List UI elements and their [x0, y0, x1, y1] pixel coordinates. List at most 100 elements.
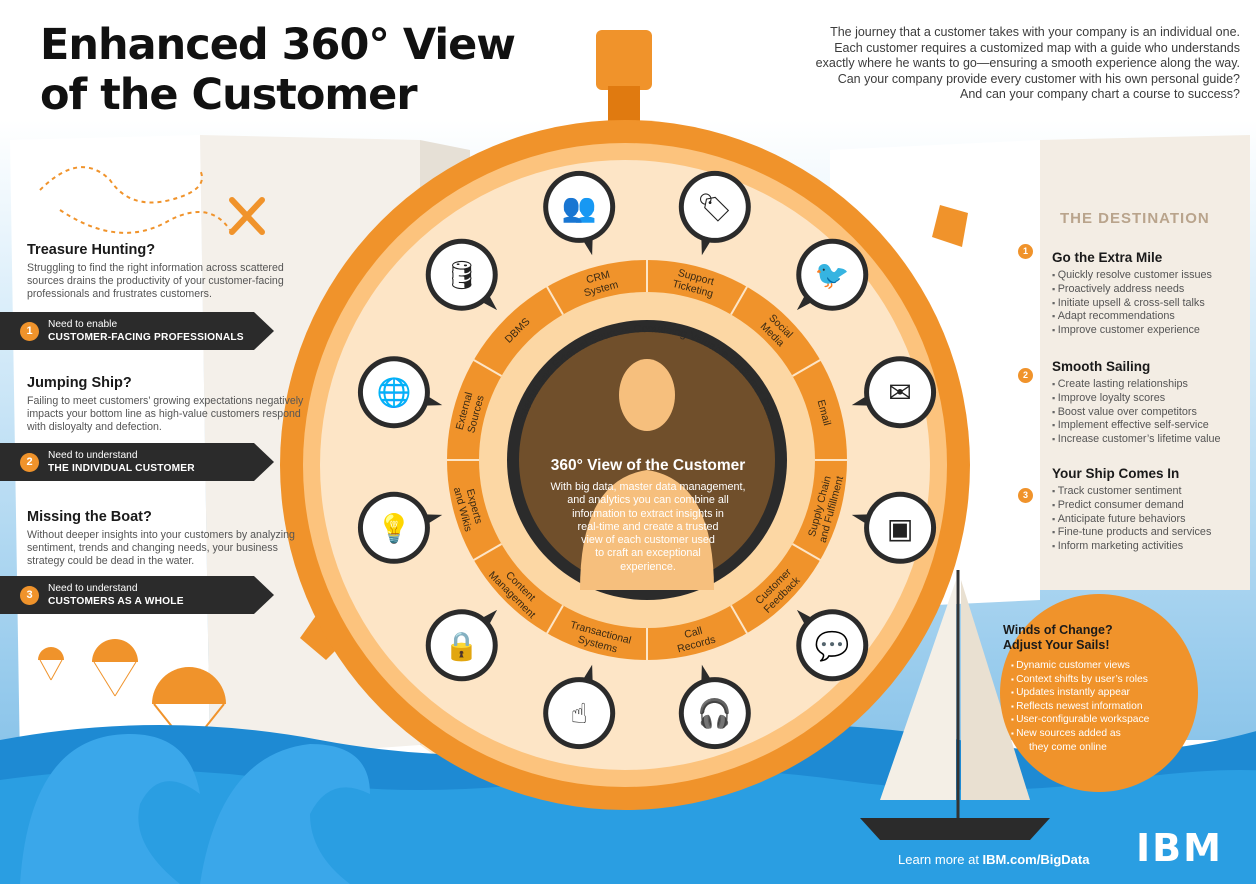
customer-silhouette: [580, 359, 714, 590]
center-description: With big data, master data management, a…: [536, 481, 760, 574]
segment-label: DBMS: [503, 316, 533, 346]
destination-pin-icon: 3: [1018, 488, 1033, 503]
bullet-continuation: they come online: [1029, 741, 1107, 753]
banner-line: Need to enable: [48, 319, 118, 330]
database-icon: 🛢: [425, 238, 498, 311]
people-icon: 👥: [543, 170, 616, 256]
lightbulb-icon: 💡: [357, 491, 443, 564]
segment-label: CallRecords: [673, 622, 717, 655]
segment-label: CRMSystem: [580, 267, 620, 299]
globe-icon: 🌐: [357, 356, 443, 429]
section-text: Without deeper insights into your custom…: [27, 529, 295, 567]
svg-text:☝: ☝: [571, 697, 588, 730]
banner-line: CUSTOMER-FACING PROFESSIONALS: [48, 332, 244, 343]
winds-heading: Adjust Your Sails!: [1003, 638, 1110, 652]
inner-arc-label: Internal and External Sources Containing…: [516, 323, 777, 423]
segment-label: Expertsand Wikis: [451, 483, 486, 533]
svg-text:🏷: 🏷: [697, 191, 733, 224]
bullet-item: Increase customer’s lifetime value: [1052, 433, 1252, 447]
segment-divider: [730, 286, 748, 316]
page-title: Enhanced 360° View of the Customer: [40, 20, 600, 120]
segment-divider: [730, 604, 748, 634]
banner-1: [0, 312, 274, 350]
svg-text:🌐: 🌐: [376, 376, 411, 409]
segment-label: SocialMedia: [758, 312, 795, 349]
segment-label: CustomerFeedback: [753, 566, 803, 616]
segment-divider: [546, 604, 564, 634]
winds-heading: Winds of Change?: [1003, 623, 1113, 637]
number-badge: 1: [20, 322, 39, 341]
bullet-item: Create lasting relationships: [1052, 378, 1252, 392]
banner-line: CUSTOMERS AS A WHOLE: [48, 596, 184, 607]
svg-text:🔒: 🔒: [444, 629, 479, 662]
learn-more-url[interactable]: IBM.com/BigData: [982, 852, 1090, 867]
section-heading: Treasure Hunting?: [27, 242, 156, 258]
segment-divider: [546, 286, 564, 316]
section-jumping-ship: Jumping Ship? Failing to meet customers’…: [27, 375, 312, 434]
segment-label: SupportTicketing: [671, 266, 718, 300]
speech-bubble-icon: 💬: [796, 609, 869, 682]
bullet-item: Anticipate future behaviors: [1052, 513, 1252, 527]
parachute-icon: [38, 639, 226, 749]
bullet-item: Quickly resolve customer issues: [1052, 269, 1252, 283]
banner-line: Need to understand: [48, 450, 138, 461]
svg-text:Internal and External Sources: Internal and External Sources Containing…: [516, 323, 777, 423]
intro-line: The journey that a customer takes with y…: [830, 25, 1240, 39]
destination-pin-icon: 1: [1018, 244, 1033, 259]
banner-3: [0, 576, 274, 614]
bullet-item: Context shifts by user’s roles: [1011, 673, 1203, 687]
number-badge: 2: [20, 453, 39, 472]
intro-text: The journey that a customer takes with y…: [740, 25, 1240, 103]
bullet-item: Implement effective self-service: [1052, 419, 1252, 433]
center-line: and analytics you can combine all: [567, 494, 729, 507]
learn-more-link[interactable]: Learn more at IBM.com/BigData: [898, 852, 1089, 867]
center-line: to craft an exceptional: [595, 547, 701, 560]
section-missing-the-boat: Missing the Boat? Without deeper insight…: [27, 509, 312, 568]
banner-line: THE INDIVIDUAL CUSTOMER: [48, 463, 195, 474]
svg-text:💡: 💡: [376, 512, 411, 545]
bullet-item: Updates instantly appear: [1011, 686, 1203, 700]
svg-text:🛢: 🛢: [444, 259, 480, 292]
section-heading: Missing the Boat?: [27, 509, 152, 525]
bullet-item: Improve loyalty scores: [1052, 392, 1252, 406]
center-line: information to extract insights in: [572, 507, 724, 520]
segment-divider: [791, 543, 821, 561]
svg-text:🐦: 🐦: [815, 259, 850, 292]
center-line: experience.: [620, 560, 676, 573]
svg-text:▣: ▣: [887, 512, 913, 545]
learn-more-prefix: Learn more at: [898, 852, 983, 867]
bullet-item: New sources added as: [1011, 727, 1203, 741]
padlock-icon: 🔒: [425, 609, 498, 682]
banner-2: [0, 443, 274, 481]
svg-text:🎧: 🎧: [697, 697, 732, 730]
section-heading: Jumping Ship?: [27, 375, 132, 391]
map-right-panel: [1040, 135, 1250, 590]
destination-item-heading: Go the Extra Mile: [1052, 250, 1163, 265]
tag-icon: 🏷: [678, 170, 751, 256]
intro-line: exactly where he wants to go—ensuring a …: [815, 56, 1240, 70]
bullet-item: Fine-tune products and services: [1052, 526, 1252, 540]
destination-item: Go the Extra Mile Quickly resolve custom…: [1052, 250, 1252, 338]
svg-text:✉: ✉: [888, 376, 911, 409]
pointing-hand-icon: ☝: [543, 664, 616, 750]
twitter-bird-icon: 🐦: [796, 238, 869, 311]
center-line: real-time and create a trusted: [577, 520, 719, 533]
envelope-icon: ✉: [851, 356, 937, 429]
bullet-item: Initiate upsell & cross-sell talks: [1052, 297, 1252, 311]
intro-line: Each customer requires a customized map …: [834, 40, 1240, 55]
destination-item: Your Ship Comes In Track customer sentim…: [1052, 466, 1252, 554]
destination-item: Smooth Sailing Create lasting relationsh…: [1052, 359, 1252, 447]
section-treasure-hunting: Treasure Hunting? Struggling to find the…: [27, 242, 312, 301]
destination-pin-icon: 2: [1018, 368, 1033, 383]
intro-line: Can your company provide every customer …: [837, 71, 1240, 86]
segment-divider: [473, 543, 503, 561]
bullet-item: Inform marketing activities: [1052, 540, 1252, 554]
winds-of-change: Winds of Change? Adjust Your Sails! Dyna…: [1003, 623, 1203, 754]
bullet-item: Boost value over competitors: [1052, 406, 1252, 420]
intro-line: And can your company chart a course to s…: [959, 87, 1240, 101]
number-badge: 3: [20, 586, 39, 605]
banner-line: Need to understand: [48, 583, 138, 594]
headset-icon: 🎧: [678, 664, 751, 750]
segment-label: ExternalSources: [454, 391, 487, 434]
